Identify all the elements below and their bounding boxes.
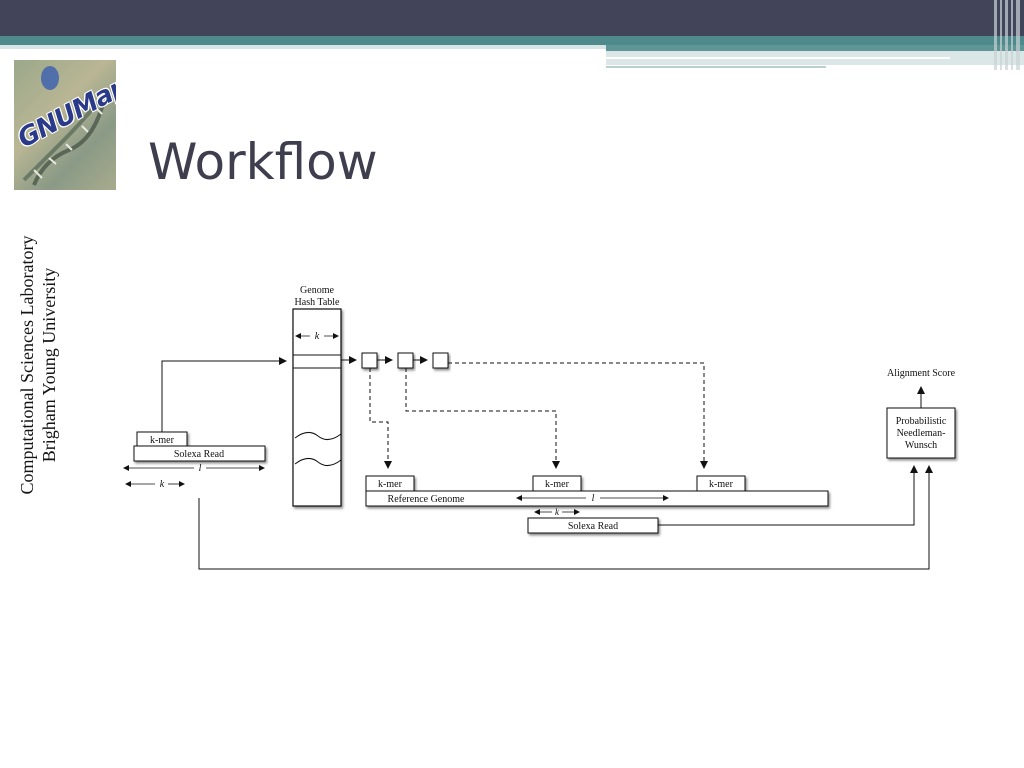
dna-helix-icon (22, 66, 111, 186)
ref-kmer-3-label: k-mer (709, 479, 734, 490)
ref-kmer-1-label: k-mer (378, 479, 403, 490)
header-bar (0, 0, 1024, 70)
gnumap-logo: GNUMap (14, 60, 116, 190)
ref-l-symbol: l (592, 493, 595, 504)
hash-bucket-1 (361, 352, 378, 369)
reference-genome-label: Reference Genome (388, 494, 465, 505)
pnw-line-3: Wunsch (905, 440, 937, 451)
alignment-score-label: Alignment Score (887, 368, 956, 379)
read-kmer-label: k-mer (150, 435, 175, 446)
reference-genome (365, 490, 829, 507)
hash-table-label-1: Genome (300, 285, 334, 296)
hash-bucket-3 (432, 352, 449, 369)
slide-title: Workflow (148, 133, 378, 191)
pnw-line-2: Needleman- (897, 428, 946, 439)
hash-table-label-2: Hash Table (295, 297, 340, 308)
hash-bucket-2 (397, 352, 414, 369)
solexa-read-left-label: Solexa Read (174, 449, 224, 460)
ref-kmer-2-label: k-mer (545, 479, 570, 490)
ref-k-symbol: k (555, 507, 560, 517)
pnw-line-1: Probabilistic (896, 416, 947, 427)
read-l-symbol: l (199, 463, 202, 474)
pnw-box (886, 407, 956, 459)
solexa-read-aligned-label: Solexa Read (568, 521, 618, 532)
read-k-symbol: k (160, 479, 165, 490)
hash-k-symbol: k (315, 331, 320, 342)
solexa-read-left (133, 445, 266, 462)
